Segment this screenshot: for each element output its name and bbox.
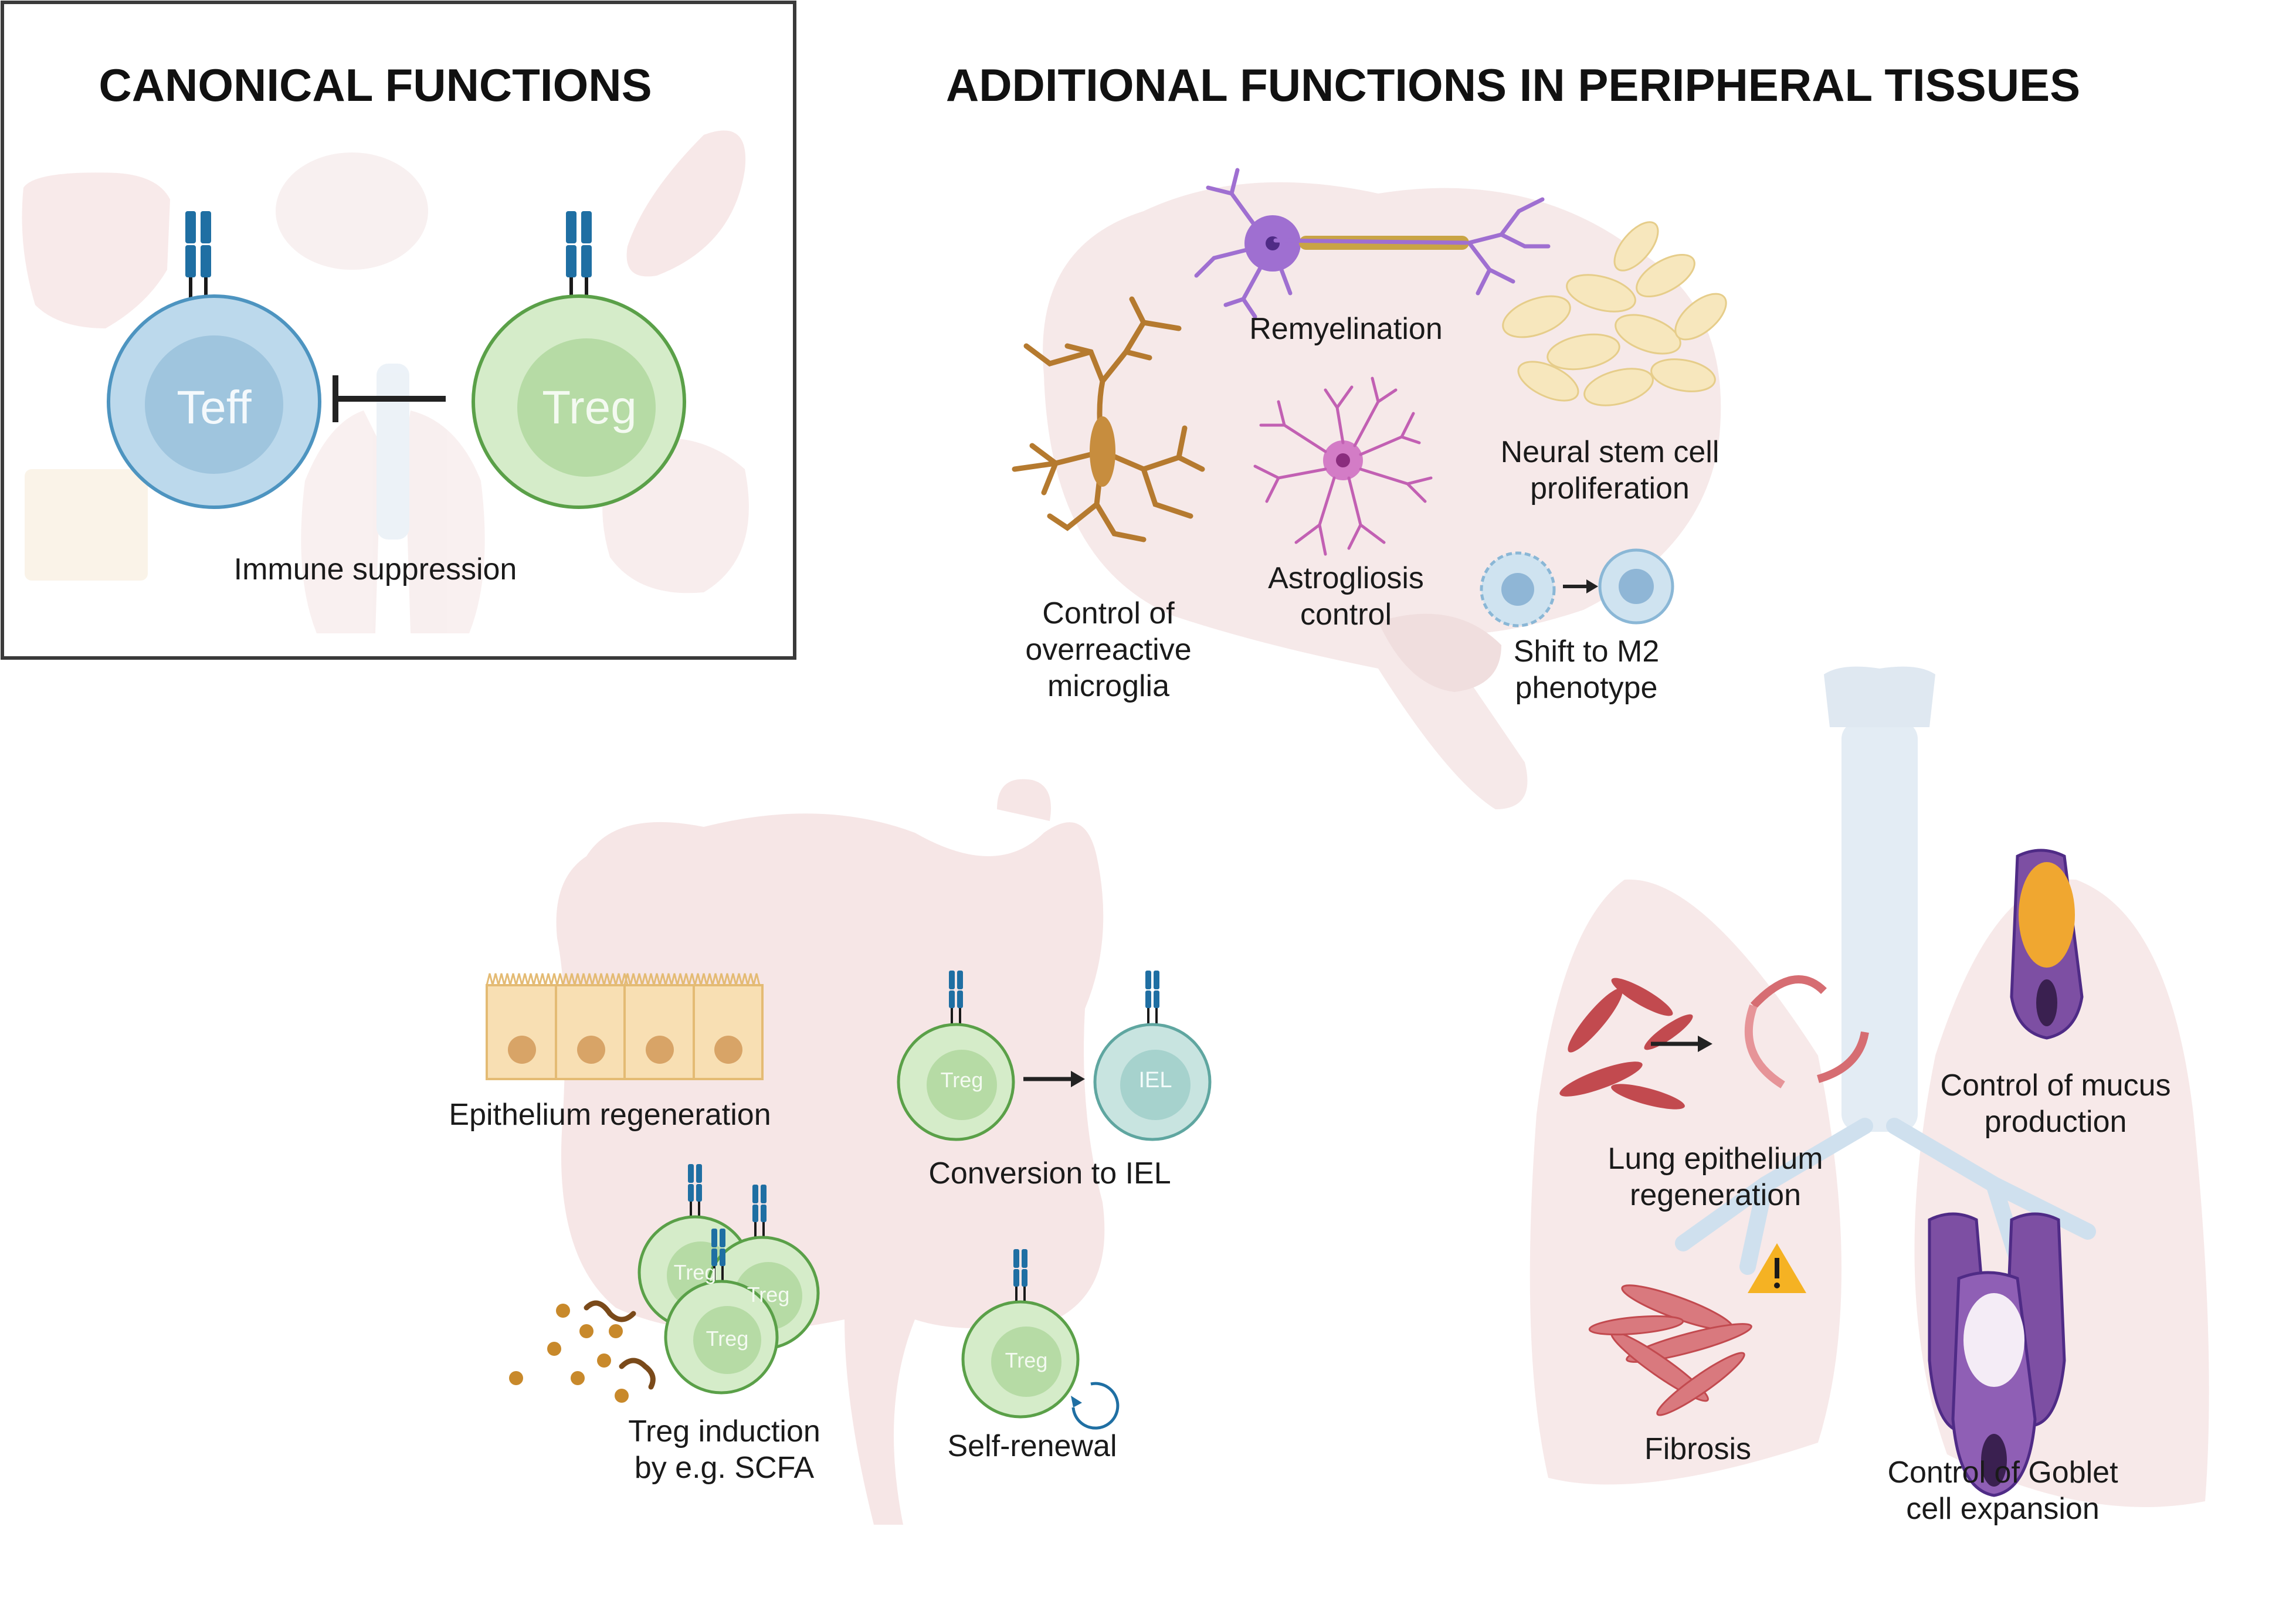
astrogliosis-label: Astrogliosis control [1268,561,1424,632]
epithelium-regen-label: Epithelium regeneration [449,1098,771,1132]
m2-shift-label: Shift to M2 phenotype [1513,635,1660,705]
treg-self-renewal-cell-label: Treg [1005,1348,1048,1372]
mucus-control-label: Control of mucus production [1940,1068,2171,1139]
immune-suppression-label: Immune suppression [233,552,517,586]
additional-title: ADDITIONAL FUNCTIONS IN PERIPHERAL TISSU… [945,59,2081,111]
treg-induction-label: Treg induction by e.g. SCFA [628,1414,820,1485]
treg-cluster-label-3: Treg [706,1327,749,1351]
canonical-title: CANONICAL FUNCTIONS [99,59,652,111]
iel-label: IEL [1138,1068,1172,1093]
microglia-label: Control of overreactive microglia [1025,596,1192,703]
lung-epithelium-label: Lung epithelium regeneration [1607,1142,1823,1212]
goblet-control-label: Control of Goblet cell expansion [1887,1456,2118,1526]
treg-cluster-label-2: Treg [747,1283,790,1307]
remyelination-label: Remyelination [1249,312,1443,346]
fibrosis-label: Fibrosis [1644,1432,1752,1466]
self-renewal-label: Self-renewal [947,1429,1117,1463]
treg-cluster-label-1: Treg [673,1260,717,1284]
conversion-iel-label: Conversion to IEL [928,1156,1171,1190]
treg-label: Treg [542,381,637,433]
teff-label: Teff [177,381,252,433]
neural-stem-label: Neural stem cell proliferation [1500,435,1720,506]
treg-small-label: Treg [940,1068,983,1092]
